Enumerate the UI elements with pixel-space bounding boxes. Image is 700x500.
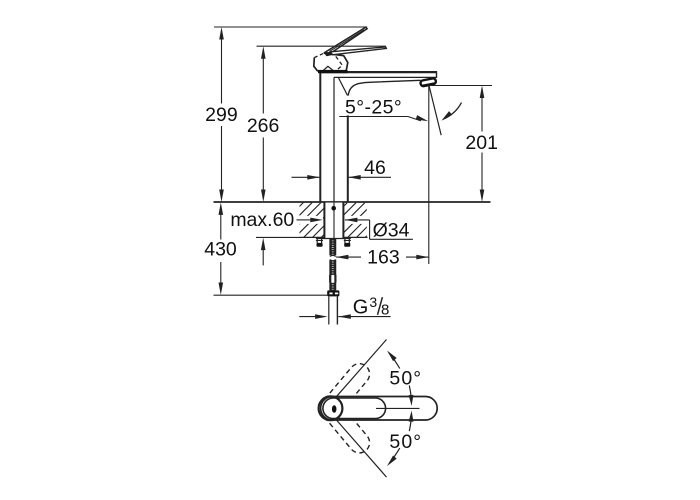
svg-text:3: 3 — [369, 294, 377, 310]
svg-text:46: 46 — [364, 157, 386, 179]
svg-text:50°: 50° — [389, 431, 422, 453]
svg-text:Ø34: Ø34 — [373, 219, 410, 241]
svg-text:201: 201 — [465, 132, 498, 154]
svg-text:G: G — [353, 296, 369, 318]
svg-text:8: 8 — [381, 302, 389, 319]
svg-text:266: 266 — [247, 115, 280, 137]
svg-text:299: 299 — [205, 104, 238, 126]
svg-text:430: 430 — [204, 238, 237, 260]
svg-text:163: 163 — [367, 247, 400, 269]
svg-text:5°-25°: 5°-25° — [345, 97, 402, 119]
svg-text:50°: 50° — [389, 367, 422, 389]
svg-text:max.60: max.60 — [230, 209, 294, 231]
